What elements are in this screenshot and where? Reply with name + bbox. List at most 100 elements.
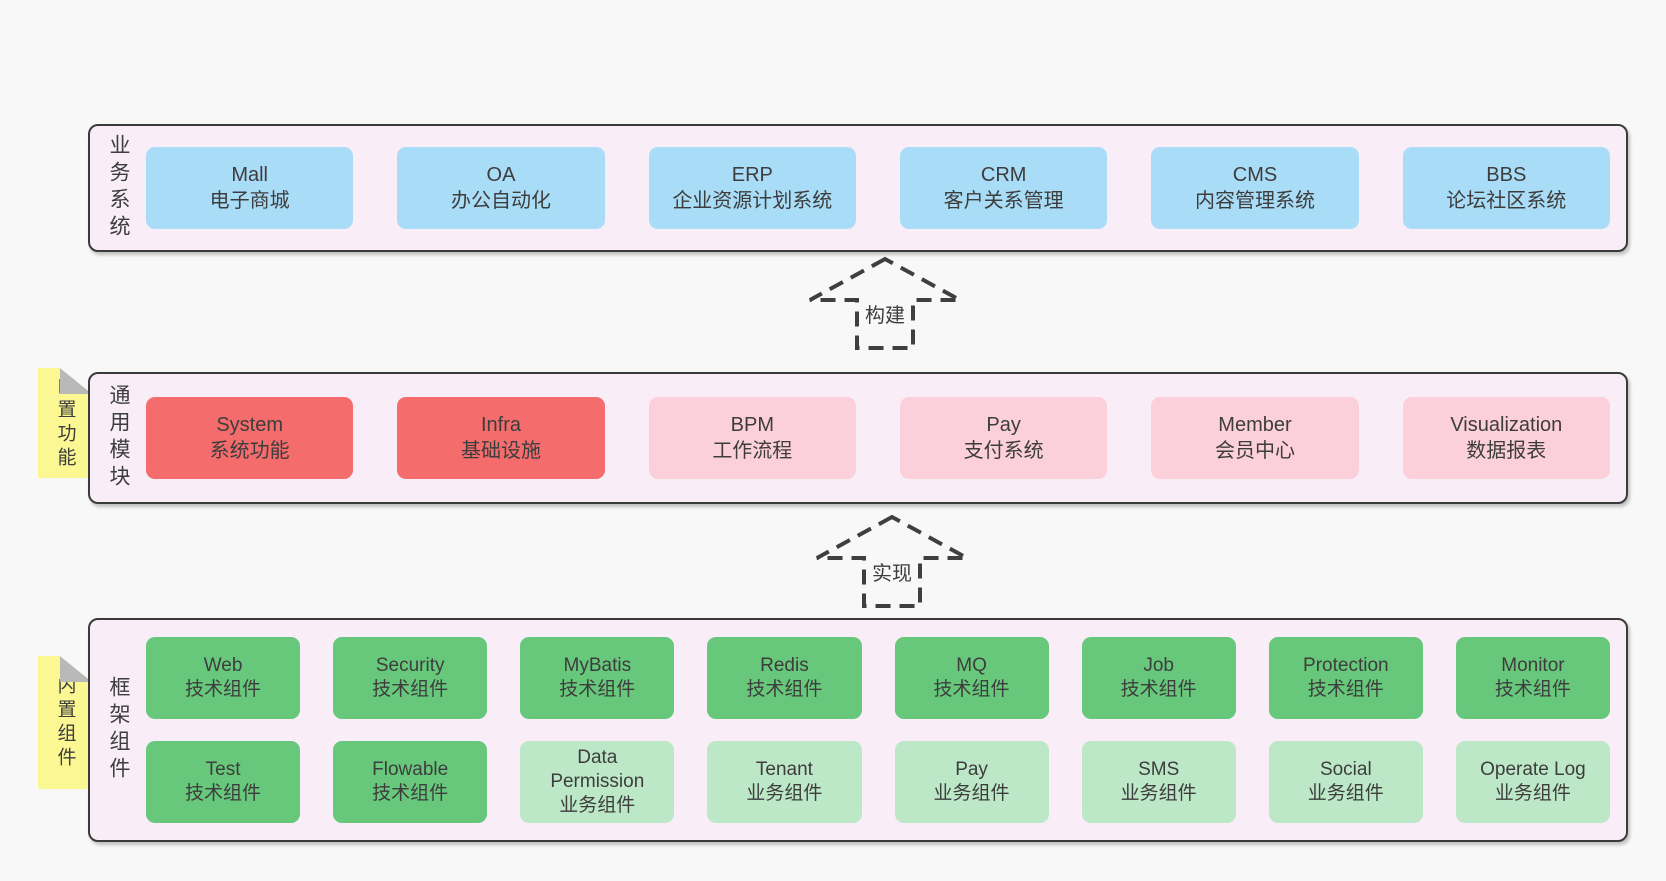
box-oa: OA 办公自动化 xyxy=(397,147,605,229)
layer-title: 框架组件 xyxy=(107,676,130,784)
box-name: Social xyxy=(1319,758,1372,780)
component-box-row-1: Web 技术组件 Security 技术组件 MyBatis 技术组件 Redi… xyxy=(146,637,1610,719)
box-bpm: BPM 工作流程 xyxy=(648,397,856,479)
sticky-note-label: 内置组件 xyxy=(54,674,76,771)
box-desc: 数据报表 xyxy=(1466,440,1547,462)
box-name: MQ xyxy=(956,654,987,676)
box-name: System xyxy=(216,413,283,436)
box-name: Test xyxy=(205,758,241,780)
box-desc: 业务组件 xyxy=(1307,783,1384,804)
sticky-note-label: 内置功能 xyxy=(54,375,76,471)
box-desc: 企业资源计划系统 xyxy=(672,190,833,212)
sticky-note-built-in-functions: 内置功能 xyxy=(38,368,92,478)
box-desc: 工作流程 xyxy=(712,440,793,462)
component-boxes: Web 技术组件 Security 技术组件 MyBatis 技术组件 Redi… xyxy=(146,620,1626,840)
arrow-label: 实现 xyxy=(868,556,916,587)
layer-title: 通用模块 xyxy=(107,384,130,492)
box-flowable: Flowable 技术组件 xyxy=(333,741,488,823)
box-security: Security 技术组件 xyxy=(333,637,488,719)
box-name: Tenant xyxy=(755,758,813,780)
box-infra: Infra 基础设施 xyxy=(397,397,605,479)
box-desc: 电子商城 xyxy=(209,190,290,212)
layer-common-modules: 通用模块 System 系统功能 Infra 基础设施 BPM 工作流程 Pay… xyxy=(88,372,1628,504)
box-desc: 办公自动化 xyxy=(450,190,551,212)
box-name: Operate Log xyxy=(1480,758,1586,780)
box-name: Visualization xyxy=(1450,413,1563,436)
box-desc: 业务组件 xyxy=(933,783,1010,804)
box-name: Infra xyxy=(480,413,521,436)
build-arrow: 构建 xyxy=(800,256,970,351)
box-name: CMS xyxy=(1232,163,1278,186)
box-name: Job xyxy=(1143,654,1174,676)
box-desc: 技术组件 xyxy=(933,679,1010,700)
box-name: Pay xyxy=(986,413,1021,436)
box-name: Security xyxy=(375,654,445,676)
box-name: Mall xyxy=(231,163,268,186)
box-desc: 业务组件 xyxy=(559,795,636,817)
box-operate-log: Operate Log 业务组件 xyxy=(1455,741,1610,823)
box-name: OA xyxy=(486,163,516,186)
box-job: Job 技术组件 xyxy=(1081,637,1236,719)
box-desc: 技术组件 xyxy=(1307,679,1384,700)
box-desc: 客户关系管理 xyxy=(943,190,1064,212)
box-name: Data Permission xyxy=(550,746,645,792)
box-desc: 会员中心 xyxy=(1214,440,1295,462)
box-protection: Protection 技术组件 xyxy=(1268,637,1423,719)
box-sms: SMS 业务组件 xyxy=(1081,741,1236,823)
box-desc: 技术组件 xyxy=(372,783,449,804)
box-desc: 业务组件 xyxy=(1494,783,1571,804)
box-desc: 技术组件 xyxy=(185,679,262,700)
box-desc: 业务组件 xyxy=(746,783,823,804)
box-name: Flowable xyxy=(372,758,449,780)
box-desc: 业务组件 xyxy=(1120,783,1197,804)
box-name: CRM xyxy=(980,163,1027,186)
box-system: System 系统功能 xyxy=(146,397,354,479)
box-name: MyBatis xyxy=(563,654,632,676)
layer-framework-components: 框架组件 Web 技术组件 Security 技术组件 MyBatis 技术组件… xyxy=(88,618,1628,842)
box-mall: Mall 电子商城 xyxy=(146,147,354,229)
box-visualization: Visualization 数据报表 xyxy=(1402,397,1610,479)
box-test: Test 技术组件 xyxy=(146,741,301,823)
layer-business-systems: 业务系统 Mall 电子商城 OA 办公自动化 ERP 企业资源计划系统 CRM… xyxy=(88,124,1628,252)
box-erp: ERP 企业资源计划系统 xyxy=(648,147,856,229)
box-desc: 技术组件 xyxy=(185,783,262,804)
box-desc: 支付系统 xyxy=(963,440,1044,462)
box-name: BBS xyxy=(1486,163,1527,186)
box-desc: 技术组件 xyxy=(746,679,823,700)
box-name: ERP xyxy=(731,163,773,186)
box-crm: CRM 客户关系管理 xyxy=(899,147,1108,229)
box-desc: 系统功能 xyxy=(209,440,290,462)
box-name: SMS xyxy=(1138,758,1180,780)
box-pay-biz: Pay 业务组件 xyxy=(894,741,1049,823)
box-monitor: Monitor 技术组件 xyxy=(1455,637,1610,719)
box-name: Member xyxy=(1218,413,1292,436)
box-name: Monitor xyxy=(1501,654,1565,676)
component-box-row-2: Test 技术组件 Flowable 技术组件 Data Permission … xyxy=(146,741,1610,823)
box-data-permission: Data Permission 业务组件 xyxy=(520,741,675,823)
business-boxes: Mall 电子商城 OA 办公自动化 ERP 企业资源计划系统 CRM 客户关系… xyxy=(146,126,1626,250)
business-box-row: Mall 电子商城 OA 办公自动化 ERP 企业资源计划系统 CRM 客户关系… xyxy=(146,147,1610,229)
box-name: Pay xyxy=(955,758,988,780)
box-member: Member 会员中心 xyxy=(1151,397,1359,479)
box-desc: 技术组件 xyxy=(1494,679,1571,700)
module-box-row: System 系统功能 Infra 基础设施 BPM 工作流程 Pay 支付系统… xyxy=(146,397,1610,479)
box-desc: 技术组件 xyxy=(559,679,636,700)
dashed-up-arrow-icon xyxy=(809,256,961,350)
box-desc: 技术组件 xyxy=(1120,679,1197,700)
box-mybatis: MyBatis 技术组件 xyxy=(520,637,675,719)
box-desc: 基础设施 xyxy=(460,440,541,462)
box-social: Social 业务组件 xyxy=(1268,741,1423,823)
box-redis: Redis 技术组件 xyxy=(707,637,862,719)
box-web: Web 技术组件 xyxy=(146,637,301,719)
box-pay: Pay 支付系统 xyxy=(899,397,1108,479)
layer-title: 业务系统 xyxy=(107,134,130,242)
box-name: BPM xyxy=(730,413,774,436)
box-desc: 论坛社区系统 xyxy=(1446,190,1567,212)
box-desc: 内容管理系统 xyxy=(1194,190,1315,212)
implement-arrow: 实现 xyxy=(807,514,977,609)
dashed-up-arrow-icon xyxy=(816,514,968,608)
box-cms: CMS 内容管理系统 xyxy=(1151,147,1359,229)
box-bbs: BBS 论坛社区系统 xyxy=(1402,147,1610,229)
box-name: Web xyxy=(203,654,243,676)
